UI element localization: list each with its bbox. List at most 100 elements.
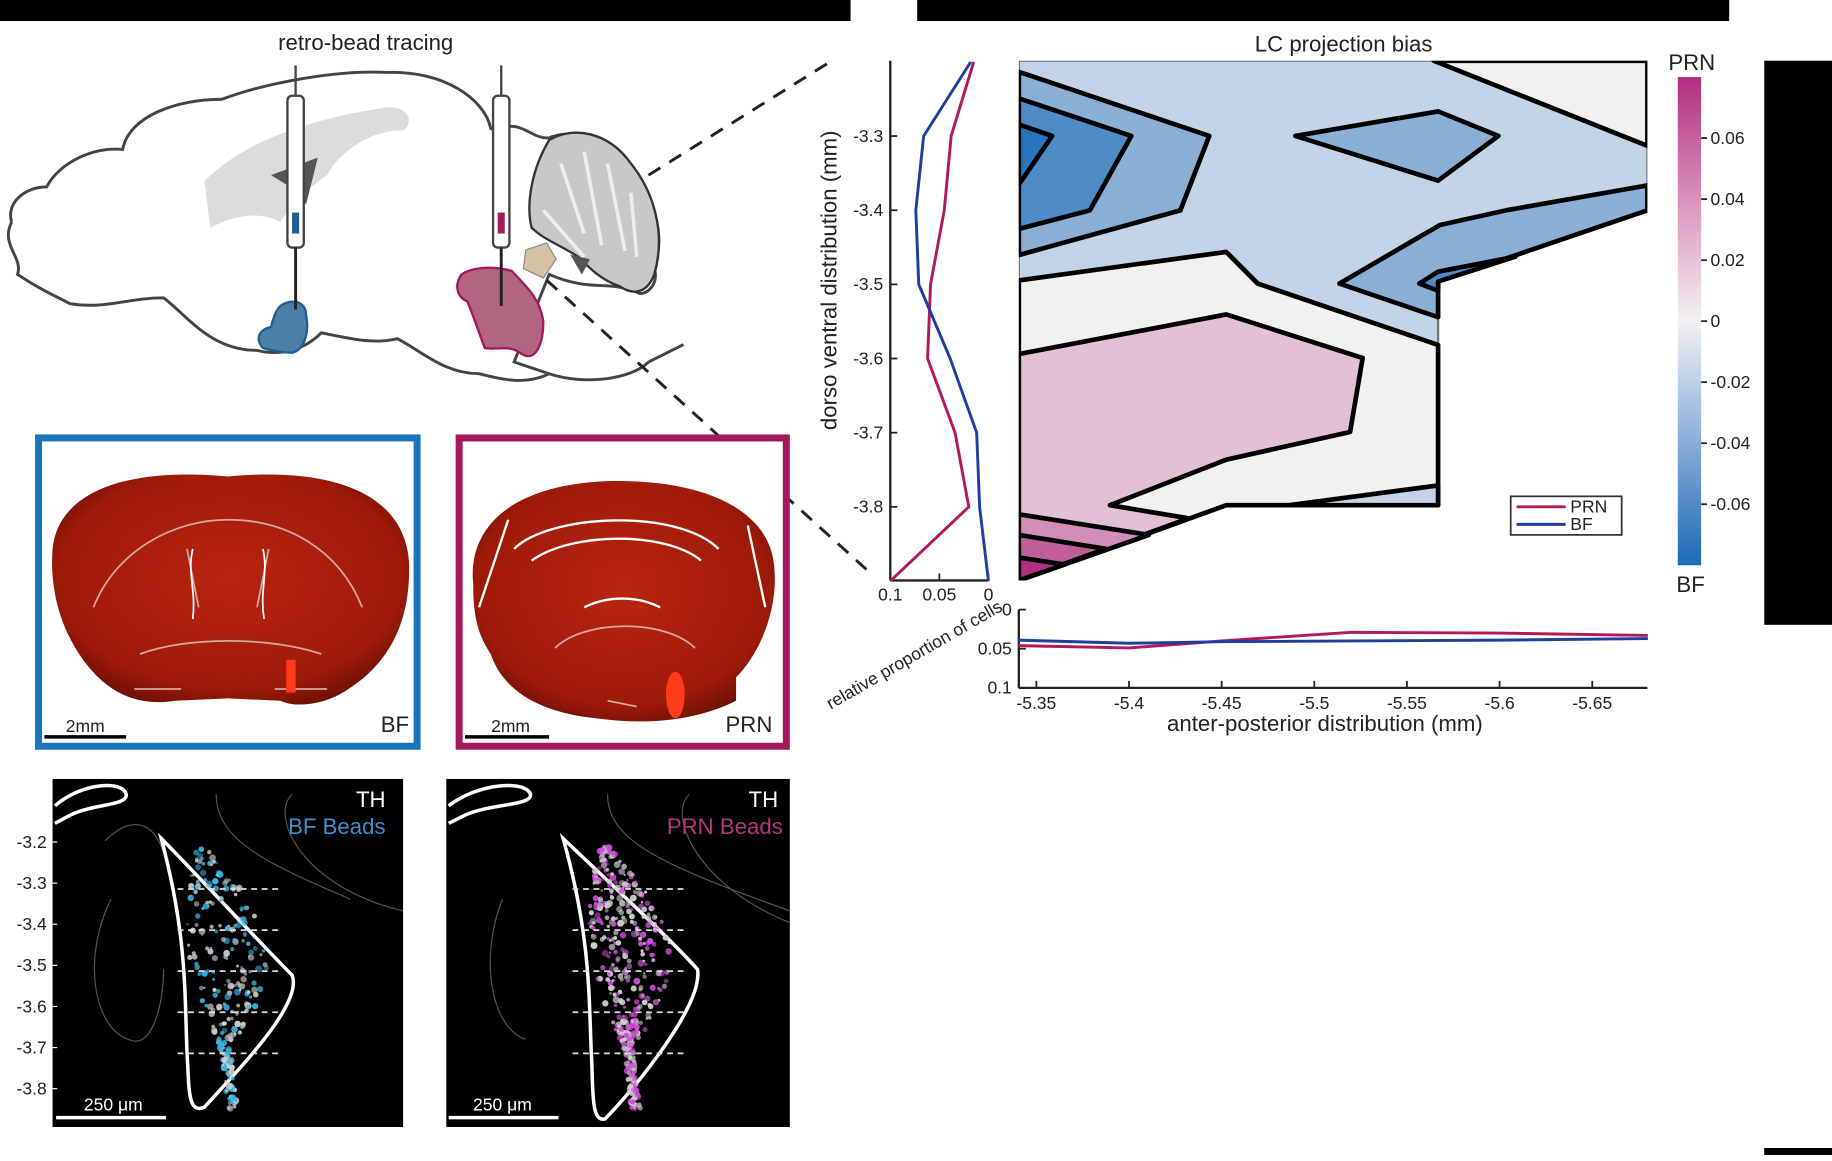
cell-dot bbox=[221, 1063, 225, 1067]
cell-dot bbox=[220, 1063, 227, 1070]
dv-xtick-label: 0.1 bbox=[878, 584, 902, 604]
cell-dot bbox=[626, 878, 629, 882]
cell-dot bbox=[225, 1069, 232, 1077]
cell-dot bbox=[214, 929, 219, 934]
bf-bead-cells bbox=[186, 846, 270, 1112]
cell-dot bbox=[627, 1036, 633, 1042]
cell-dot bbox=[605, 862, 609, 866]
contour-pos08-region bbox=[1019, 557, 1065, 580]
cell-dot bbox=[251, 913, 257, 919]
cell-dot bbox=[198, 927, 206, 935]
cell-dot bbox=[602, 878, 605, 882]
cell-dot bbox=[621, 863, 627, 870]
cell-dot bbox=[210, 901, 215, 906]
cell-dot bbox=[622, 1015, 628, 1021]
colorbar-tick-label: 0.04 bbox=[1710, 189, 1744, 209]
cell-dot bbox=[238, 983, 246, 990]
cell-dot bbox=[251, 980, 257, 986]
cell-dot bbox=[235, 884, 243, 892]
cell-dot bbox=[622, 1037, 627, 1042]
bf-coronal-section bbox=[52, 474, 410, 705]
cell-dot bbox=[607, 883, 612, 888]
cell-dot bbox=[216, 1003, 223, 1011]
sagittal-brain-schematic bbox=[6, 65, 685, 382]
ap-series-bf bbox=[1017, 637, 1648, 645]
cell-dot bbox=[191, 951, 196, 956]
cell-dot bbox=[613, 936, 618, 940]
cell-dot bbox=[240, 966, 243, 969]
cell-dot bbox=[645, 946, 650, 951]
cell-dot bbox=[215, 1040, 221, 1045]
cell-dot bbox=[246, 990, 251, 994]
cell-dot bbox=[189, 874, 193, 878]
ap-xtick-label: -5.4 bbox=[1114, 693, 1144, 713]
cell-dot bbox=[252, 936, 255, 940]
cell-dot bbox=[614, 1024, 618, 1027]
cell-dot bbox=[597, 904, 601, 909]
cell-dot bbox=[194, 859, 199, 863]
cell-dot bbox=[227, 1101, 232, 1105]
cell-dot bbox=[610, 921, 617, 927]
cell-dot bbox=[621, 1045, 627, 1051]
cell-dot bbox=[599, 937, 605, 942]
cell-dot bbox=[652, 927, 657, 932]
dv-ytick-label: -3.4 bbox=[853, 200, 883, 220]
cell-dot bbox=[636, 1093, 641, 1099]
cell-dot bbox=[626, 997, 631, 1002]
cell-dot bbox=[240, 976, 247, 983]
cell-dot bbox=[212, 878, 219, 885]
cell-dot bbox=[619, 900, 626, 907]
cell-dot bbox=[662, 934, 669, 941]
syringe-prn bbox=[491, 65, 511, 306]
cell-dot bbox=[216, 988, 221, 994]
cell-dot bbox=[592, 876, 596, 880]
cell-dot bbox=[202, 902, 210, 910]
cell-dot bbox=[638, 1020, 643, 1025]
cell-dot bbox=[631, 1059, 637, 1064]
cell-dot bbox=[207, 904, 210, 908]
cell-dot bbox=[212, 977, 216, 981]
cell-dot bbox=[212, 987, 217, 993]
colorbar-tick-label: 0 bbox=[1710, 311, 1720, 331]
cell-dot bbox=[637, 1003, 643, 1009]
cell-dot bbox=[630, 1105, 635, 1111]
prn-target-region bbox=[456, 266, 545, 358]
cell-dot bbox=[225, 1082, 233, 1090]
cell-dot bbox=[609, 894, 613, 898]
cell-dot bbox=[195, 864, 201, 871]
dv-series-bf bbox=[914, 61, 990, 582]
cell-dot bbox=[594, 912, 601, 919]
cell-dot bbox=[649, 984, 656, 991]
cell-dot bbox=[218, 923, 222, 928]
cell-dot bbox=[661, 983, 667, 989]
cell-dot bbox=[193, 849, 200, 856]
cell-dot bbox=[220, 1039, 228, 1047]
cell-dot bbox=[212, 885, 219, 892]
bf-micro-stain: TH bbox=[356, 787, 386, 812]
cell-dot bbox=[629, 1064, 634, 1069]
cell-dot bbox=[658, 988, 663, 993]
cell-dot bbox=[227, 1077, 231, 1080]
cell-dot bbox=[636, 1102, 642, 1108]
cell-dot bbox=[606, 937, 610, 941]
cell-dot bbox=[239, 1022, 246, 1029]
contour-neg02-bottom bbox=[1289, 485, 1438, 505]
contour-title: LC projection bias bbox=[1255, 31, 1433, 56]
cell-dot bbox=[186, 923, 189, 926]
ap-ytick-label: 0.1 bbox=[987, 678, 1011, 698]
cell-dot bbox=[645, 922, 652, 929]
cell-dot bbox=[640, 949, 644, 953]
cell-dot bbox=[194, 964, 201, 970]
cell-dot bbox=[236, 964, 239, 968]
cell-dot bbox=[638, 992, 646, 1000]
cell-dot bbox=[610, 851, 615, 856]
cell-dot bbox=[595, 880, 600, 885]
cell-dot bbox=[247, 954, 255, 961]
cell-dot bbox=[626, 1089, 632, 1095]
micrograph-depth-axis: -3.2-3.3-3.4-3.5-3.6-3.7-3.8 bbox=[17, 832, 684, 1099]
dv-ytick-label: -3.3 bbox=[853, 126, 883, 146]
locus-coeruleus-region bbox=[522, 242, 557, 279]
contour-zero-region-top bbox=[1434, 60, 1648, 146]
dv-xtick-label: 0.05 bbox=[922, 584, 956, 604]
